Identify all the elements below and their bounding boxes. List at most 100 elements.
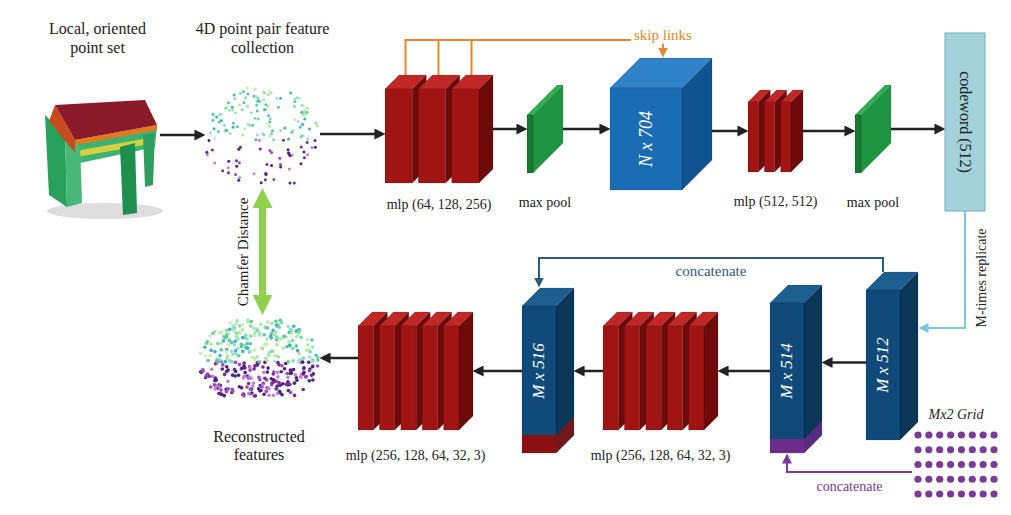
feature-point bbox=[238, 161, 241, 164]
connector-arrow bbox=[832, 361, 866, 364]
feature-point bbox=[253, 364, 257, 368]
feature-point bbox=[238, 385, 242, 389]
feature-point bbox=[209, 342, 213, 346]
feature-point bbox=[288, 167, 291, 170]
feature-point bbox=[213, 330, 217, 334]
caption-label: max pool bbox=[847, 195, 900, 211]
feature-point bbox=[217, 392, 221, 396]
band-side bbox=[556, 417, 574, 453]
feature-point bbox=[232, 122, 235, 125]
box-label: M x 514 bbox=[777, 343, 797, 399]
feature-point bbox=[277, 381, 281, 385]
feature-point bbox=[213, 162, 216, 165]
feature-point bbox=[253, 331, 257, 335]
feature-point bbox=[306, 153, 309, 156]
feature-point bbox=[267, 104, 270, 107]
grid-dot bbox=[936, 490, 943, 497]
grid-dot bbox=[914, 490, 921, 497]
tensor-box: M x 514 bbox=[770, 285, 822, 453]
feature-point bbox=[263, 377, 267, 381]
feature-point bbox=[272, 370, 276, 374]
feature-point bbox=[223, 373, 227, 377]
feature-point bbox=[237, 374, 241, 378]
feature-point bbox=[310, 374, 314, 378]
feature-point bbox=[251, 384, 255, 388]
feature-point bbox=[263, 91, 266, 94]
feature-point bbox=[306, 141, 309, 144]
feature-point bbox=[240, 342, 244, 346]
block-top bbox=[781, 90, 803, 102]
feature-point bbox=[235, 159, 238, 162]
feature-point bbox=[211, 113, 214, 116]
feature-point bbox=[231, 108, 234, 111]
feature-point bbox=[228, 327, 232, 331]
feature-point bbox=[263, 108, 266, 111]
feature-point bbox=[276, 325, 280, 329]
feature-point bbox=[280, 393, 284, 397]
codeword-bar bbox=[945, 33, 985, 211]
feature-point bbox=[273, 359, 277, 363]
band-side bbox=[804, 421, 822, 453]
feature-point bbox=[292, 324, 296, 328]
connector-arrow bbox=[803, 130, 845, 133]
feature-point bbox=[263, 343, 267, 347]
feature-point bbox=[227, 171, 230, 174]
feature-point bbox=[242, 392, 246, 396]
block-front bbox=[385, 89, 412, 183]
feature-point bbox=[207, 374, 211, 378]
tensor-box: M x 512 bbox=[866, 272, 918, 440]
feature-point bbox=[257, 117, 260, 120]
block-top bbox=[689, 312, 718, 326]
feature-point bbox=[206, 340, 210, 344]
feature-point bbox=[248, 392, 252, 396]
feature-point bbox=[270, 350, 274, 354]
feature-point bbox=[229, 132, 232, 135]
feature-point bbox=[266, 321, 270, 325]
feature-point bbox=[267, 93, 270, 96]
grid-dot bbox=[969, 476, 976, 483]
feature-point bbox=[233, 343, 237, 347]
feature-point bbox=[261, 347, 265, 351]
block-top bbox=[527, 85, 563, 115]
feature-point bbox=[316, 358, 320, 362]
feature-point bbox=[276, 375, 280, 379]
feature-point bbox=[279, 97, 282, 100]
feature-point bbox=[299, 375, 303, 379]
feature-point bbox=[249, 376, 253, 380]
feature-point bbox=[219, 348, 223, 352]
feature-point bbox=[246, 346, 250, 350]
shape-group bbox=[770, 285, 822, 453]
feature-point bbox=[241, 393, 245, 397]
feature-point bbox=[311, 345, 315, 349]
grid-dot bbox=[990, 490, 997, 497]
feature-point bbox=[303, 109, 306, 112]
feature-point bbox=[255, 103, 258, 106]
feature-point bbox=[234, 111, 237, 114]
feature-point bbox=[223, 360, 227, 364]
feature-point bbox=[259, 147, 262, 150]
feature-point bbox=[213, 137, 216, 140]
shape-group bbox=[855, 85, 891, 173]
feature-point bbox=[237, 354, 241, 358]
feature-point bbox=[206, 359, 210, 363]
feature-point bbox=[234, 173, 237, 176]
feature-point bbox=[277, 363, 281, 367]
block-top bbox=[522, 288, 574, 306]
shape-group bbox=[358, 312, 473, 430]
grid-dot bbox=[925, 446, 932, 453]
feature-point bbox=[270, 91, 273, 94]
feature-point bbox=[221, 363, 225, 367]
connector-arrow bbox=[259, 207, 266, 296]
grid-dot bbox=[980, 431, 987, 438]
feature-point bbox=[316, 364, 320, 368]
grid-dot bbox=[914, 476, 921, 483]
feature-point bbox=[267, 122, 270, 125]
feature-point bbox=[280, 321, 284, 325]
caption-label: Reconstructed features bbox=[202, 428, 317, 465]
feature-point bbox=[232, 126, 235, 129]
feature-point bbox=[224, 350, 228, 354]
feature-point bbox=[249, 342, 253, 346]
feature-point bbox=[209, 131, 212, 134]
feature-point bbox=[268, 125, 271, 128]
feature-point bbox=[242, 361, 246, 365]
